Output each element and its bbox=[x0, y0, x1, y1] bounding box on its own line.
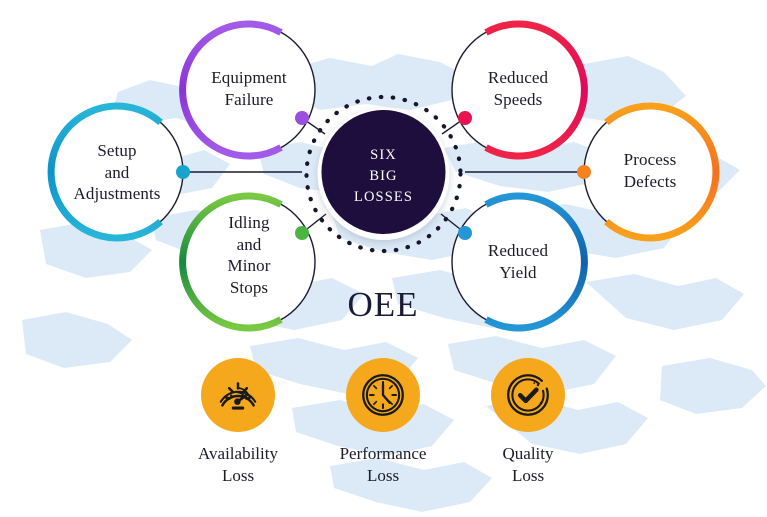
kpi-badge-quality-loss bbox=[491, 358, 565, 432]
loss-arc-reduced-speeds bbox=[484, 20, 588, 160]
kpi-caption-performance-loss: Performance Loss bbox=[339, 444, 427, 486]
loss-arc-process-defects bbox=[604, 102, 720, 242]
loss-dot-equipment-failure bbox=[295, 111, 309, 125]
loss-dot-setup-and-adjustments bbox=[176, 165, 190, 179]
loss-node-setup-and-adjustments[interactable] bbox=[47, 102, 190, 242]
kpi-performance-loss[interactable]: Performance Loss bbox=[313, 358, 453, 487]
center-dotted-ring bbox=[304, 94, 463, 254]
kpi-caption-availability-loss: Availability Loss bbox=[198, 444, 278, 486]
loss-node-equipment-failure[interactable] bbox=[179, 20, 316, 160]
loss-node-reduced-yield[interactable] bbox=[451, 192, 588, 332]
loss-node-process-defects[interactable] bbox=[577, 102, 720, 242]
kpi-quality-loss[interactable]: Quality Loss bbox=[458, 358, 598, 487]
loss-arc-reduced-yield bbox=[484, 192, 588, 332]
loss-dot-reduced-yield bbox=[458, 226, 472, 240]
loss-node-idling-and-minor-stops[interactable] bbox=[179, 192, 316, 332]
oee-title: OEE bbox=[347, 285, 419, 324]
kpi-badge-performance-loss bbox=[346, 358, 420, 432]
center-hub[interactable] bbox=[304, 94, 463, 254]
loss-node-reduced-speeds[interactable] bbox=[451, 20, 588, 160]
center-hub-label: SIX BIG LOSSES bbox=[354, 147, 413, 206]
kpi-caption-quality-loss: Quality Loss bbox=[502, 444, 554, 486]
loss-dot-reduced-speeds bbox=[458, 111, 472, 125]
center-disc bbox=[321, 110, 446, 234]
kpi-availability-loss[interactable]: Availability Loss bbox=[168, 358, 308, 487]
loss-arc-equipment-failure bbox=[179, 20, 283, 160]
kpi-badge-availability-loss bbox=[201, 358, 275, 432]
loss-dot-idling-and-minor-stops bbox=[295, 226, 309, 240]
loss-arc-idling-and-minor-stops bbox=[179, 192, 283, 332]
clock-icon bbox=[362, 374, 404, 416]
loss-dot-process-defects bbox=[577, 165, 591, 179]
check-badge-icon bbox=[507, 374, 549, 416]
loss-arc-setup-and-adjustments bbox=[47, 102, 163, 242]
gauge-icon bbox=[219, 382, 257, 410]
